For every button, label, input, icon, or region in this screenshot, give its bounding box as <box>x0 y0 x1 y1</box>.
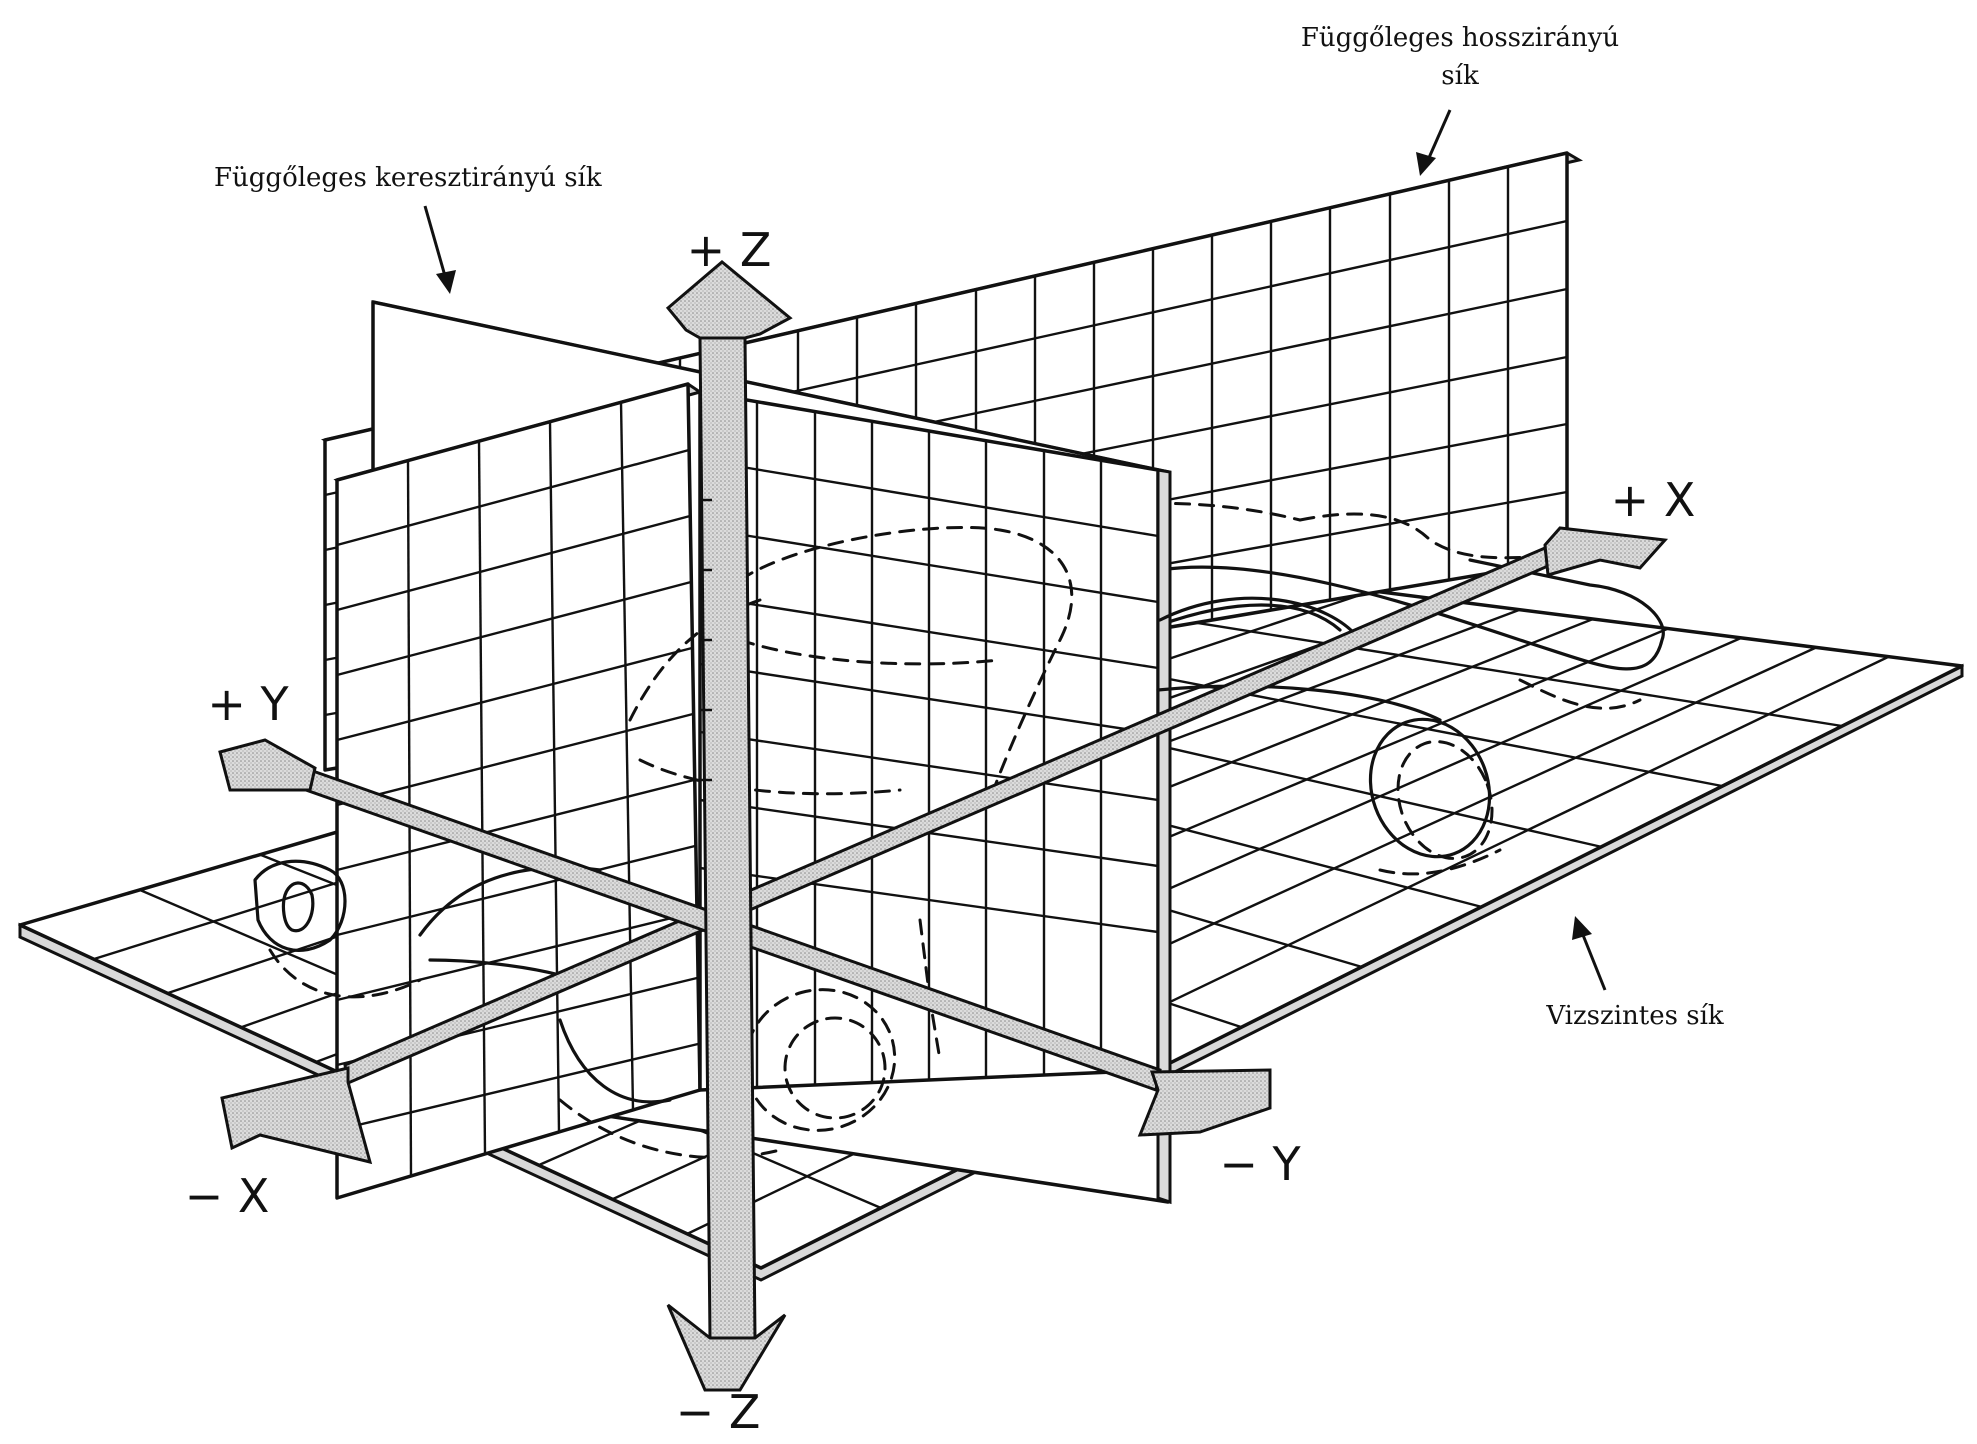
axis-label-plus-x: + X <box>1611 473 1696 527</box>
x-axis-minus-arrow <box>220 1066 373 1165</box>
x-axis-plus-arrow <box>1543 526 1669 577</box>
transverse-plane-right <box>698 390 1172 1205</box>
transverse-plane-leader-arrowhead <box>436 270 456 294</box>
x-axis <box>220 526 1669 1165</box>
axis-label-minus-y: − Y <box>1219 1137 1301 1191</box>
z-axis-ticks <box>700 498 712 782</box>
annotations: Függőleges hosszirányú sík Függőleges ke… <box>185 23 1724 1439</box>
transverse-plane-leader <box>423 205 447 277</box>
horizontal-plane-leader <box>1581 934 1607 991</box>
axis-label-plus-y: + Y <box>207 677 289 731</box>
car-outline-rear <box>1078 501 1665 876</box>
front-lateral-plane <box>333 382 704 1200</box>
horizontal-plane-leader-arrowhead <box>1572 916 1592 940</box>
y-axis-plus-arrow <box>218 738 317 792</box>
axis-label-minus-x: − X <box>185 1169 270 1223</box>
axis-label-plus-z: + Z <box>687 223 772 277</box>
transverse-plane-label: Függőleges keresztirányú sík <box>214 163 602 193</box>
longitudinal-plane-leader-arrowhead <box>1416 152 1436 176</box>
axis-label-minus-z: − Z <box>676 1385 761 1439</box>
horizontal-plane-label: Vizszintes sík <box>1545 1001 1724 1031</box>
longitudinal-plane-leader <box>1426 109 1452 161</box>
z-axis-band <box>698 336 757 1340</box>
z-axis-plus-arrow <box>665 260 793 340</box>
z-axis-minus-arrow <box>666 1303 787 1392</box>
transverse-plane-edge-right <box>1156 468 1172 1205</box>
z-axis <box>665 260 793 1392</box>
longitudinal-plane-label-line1: Függőleges hosszirányú <box>1301 23 1619 53</box>
front-plane-grid <box>336 401 699 1177</box>
longitudinal-plane-label-line2: sík <box>1441 61 1479 91</box>
y-axis-minus-arrow <box>1137 1068 1272 1137</box>
